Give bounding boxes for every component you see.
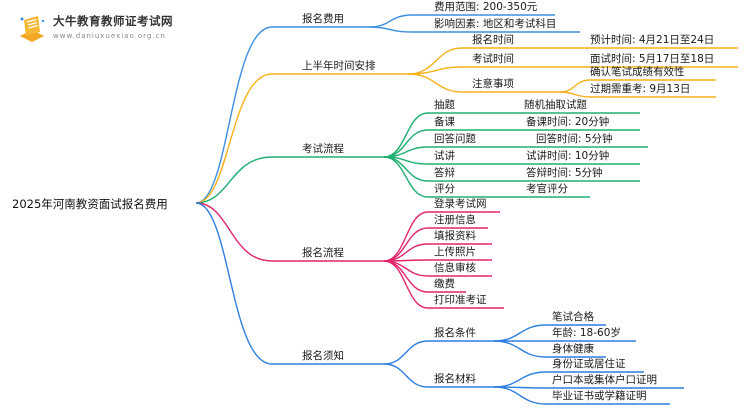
material-3: 毕业证书或学籍证明 bbox=[552, 390, 647, 402]
branch-fee: 报名费用 bbox=[302, 13, 344, 25]
brand-name: 大牛教育教师证考试网 bbox=[53, 14, 173, 28]
process-prep-detail: 备课时间: 20分钟 bbox=[526, 116, 610, 128]
process-score-detail: 考官评分 bbox=[526, 183, 568, 195]
process-score: 评分 bbox=[434, 183, 455, 195]
branch-notice: 报名须知 bbox=[302, 350, 344, 362]
link-root-fee bbox=[195, 26, 273, 204]
branch-process: 考试流程 bbox=[302, 143, 344, 155]
condition-2: 年龄: 18-60岁 bbox=[552, 327, 621, 339]
signup-step-7: 打印准考证 bbox=[434, 294, 487, 306]
signup-step-2: 注册信息 bbox=[434, 214, 476, 226]
process-defense-detail: 答辩时间: 5分钟 bbox=[526, 167, 603, 179]
fee-factors: 影响因素: 地区和考试科目 bbox=[434, 18, 557, 30]
schedule-signup: 报名时间 bbox=[472, 34, 514, 46]
signup-step-3: 填报资料 bbox=[434, 230, 476, 242]
link-root-notice bbox=[195, 202, 273, 365]
process-defense: 答辩 bbox=[434, 167, 455, 179]
link-root-signup bbox=[195, 202, 273, 262]
process-teach-detail: 试讲时间: 10分钟 bbox=[526, 150, 610, 162]
fee-range: 费用范围: 200-350元 bbox=[434, 1, 538, 13]
schedule-signup-date: 预计时间: 4月21日至24日 bbox=[590, 34, 715, 46]
notice-conditions: 报名条件 bbox=[434, 327, 476, 339]
process-draw: 抽题 bbox=[434, 99, 455, 111]
notice-materials: 报名材料 bbox=[434, 373, 476, 385]
brand-url: www.daniuxuexiao.org.cn bbox=[53, 32, 166, 40]
condition-1: 笔试合格 bbox=[552, 311, 594, 323]
process-answer: 回答问题 bbox=[434, 133, 476, 145]
schedule-exam: 考试时间 bbox=[472, 53, 514, 65]
process-answer-detail: 回答时间: 5分钟 bbox=[536, 133, 613, 145]
process-prep: 备课 bbox=[434, 116, 455, 128]
mindmap-root: 2025年河南教资面试报名费用 bbox=[12, 197, 168, 211]
schedule-notice: 注意事项 bbox=[472, 78, 514, 90]
signup-step-6: 缴费 bbox=[434, 278, 455, 290]
brand-logo: 大牛教育教师证考试网 www.daniuxuexiao.org.cn bbox=[8, 10, 198, 50]
branch-signup: 报名流程 bbox=[302, 247, 344, 259]
book-logo-icon bbox=[20, 16, 45, 42]
material-2: 户口本或集体户口证明 bbox=[552, 374, 657, 386]
condition-3: 身体健康 bbox=[552, 343, 594, 355]
link-root-schedule bbox=[195, 73, 273, 204]
schedule-notice-1: 确认笔试成绩有效性 bbox=[590, 66, 685, 78]
process-teach: 试讲 bbox=[434, 150, 455, 162]
signup-step-5: 信息审核 bbox=[434, 262, 476, 274]
link-root-process bbox=[195, 156, 273, 204]
schedule-notice-2: 过期需重考: 9月13日 bbox=[590, 83, 691, 95]
schedule-exam-date: 面试时间: 5月17日至18日 bbox=[590, 53, 715, 65]
material-1: 身份证或居住证 bbox=[552, 358, 626, 370]
signup-step-4: 上传照片 bbox=[434, 246, 476, 258]
process-draw-detail: 随机抽取试题 bbox=[524, 99, 587, 111]
signup-step-1: 登录考试网 bbox=[434, 198, 487, 210]
branch-schedule: 上半年时间安排 bbox=[302, 60, 376, 72]
